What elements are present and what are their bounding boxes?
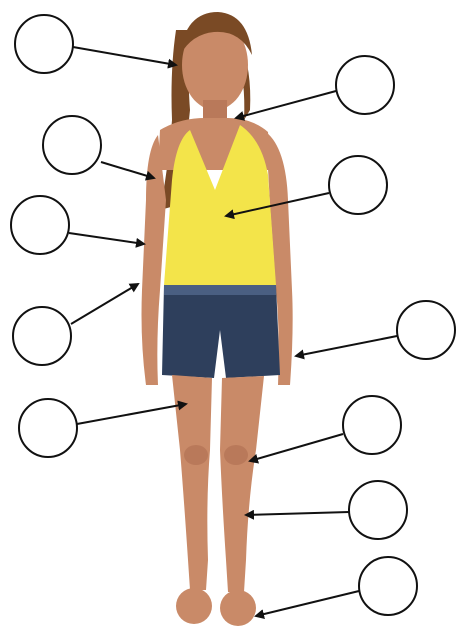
answer-circle[interactable] <box>329 156 387 214</box>
girl-figure <box>142 12 293 626</box>
label-hand[interactable] <box>296 301 455 359</box>
label-leg[interactable] <box>19 399 186 457</box>
label-arm[interactable] <box>11 196 144 254</box>
waistband <box>164 285 276 295</box>
arrow <box>256 591 359 616</box>
answer-circle[interactable] <box>15 15 73 73</box>
shorts <box>162 285 280 378</box>
arrow <box>71 284 138 324</box>
answer-circle[interactable] <box>11 196 69 254</box>
arrow <box>236 91 336 118</box>
knee-shade-right <box>224 445 248 465</box>
answer-circle[interactable] <box>397 301 455 359</box>
answer-circle[interactable] <box>349 481 407 539</box>
label-elbow[interactable] <box>13 284 138 365</box>
arrow <box>246 512 349 515</box>
answer-circle[interactable] <box>336 56 394 114</box>
label-foot[interactable] <box>256 557 417 616</box>
right-leg <box>220 376 264 592</box>
answer-circle[interactable] <box>19 399 77 457</box>
arrow <box>73 47 176 65</box>
label-knee[interactable] <box>250 396 401 461</box>
label-shoulder[interactable] <box>43 116 154 178</box>
answer-circle[interactable] <box>359 557 417 615</box>
left-arm <box>142 135 167 385</box>
left-leg <box>172 375 212 590</box>
knee-shade-left <box>184 445 208 465</box>
arrow <box>77 404 186 424</box>
label-neck[interactable] <box>236 56 394 118</box>
answer-circle[interactable] <box>43 116 101 174</box>
arrow <box>69 233 144 244</box>
left-foot <box>176 588 212 624</box>
arrow <box>101 162 154 178</box>
label-hair[interactable] <box>15 15 176 73</box>
arrow <box>296 336 397 356</box>
answer-circle[interactable] <box>343 396 401 454</box>
arrow <box>250 434 343 461</box>
right-foot <box>220 590 256 626</box>
label-shin[interactable] <box>246 481 407 539</box>
answer-circle[interactable] <box>13 307 71 365</box>
